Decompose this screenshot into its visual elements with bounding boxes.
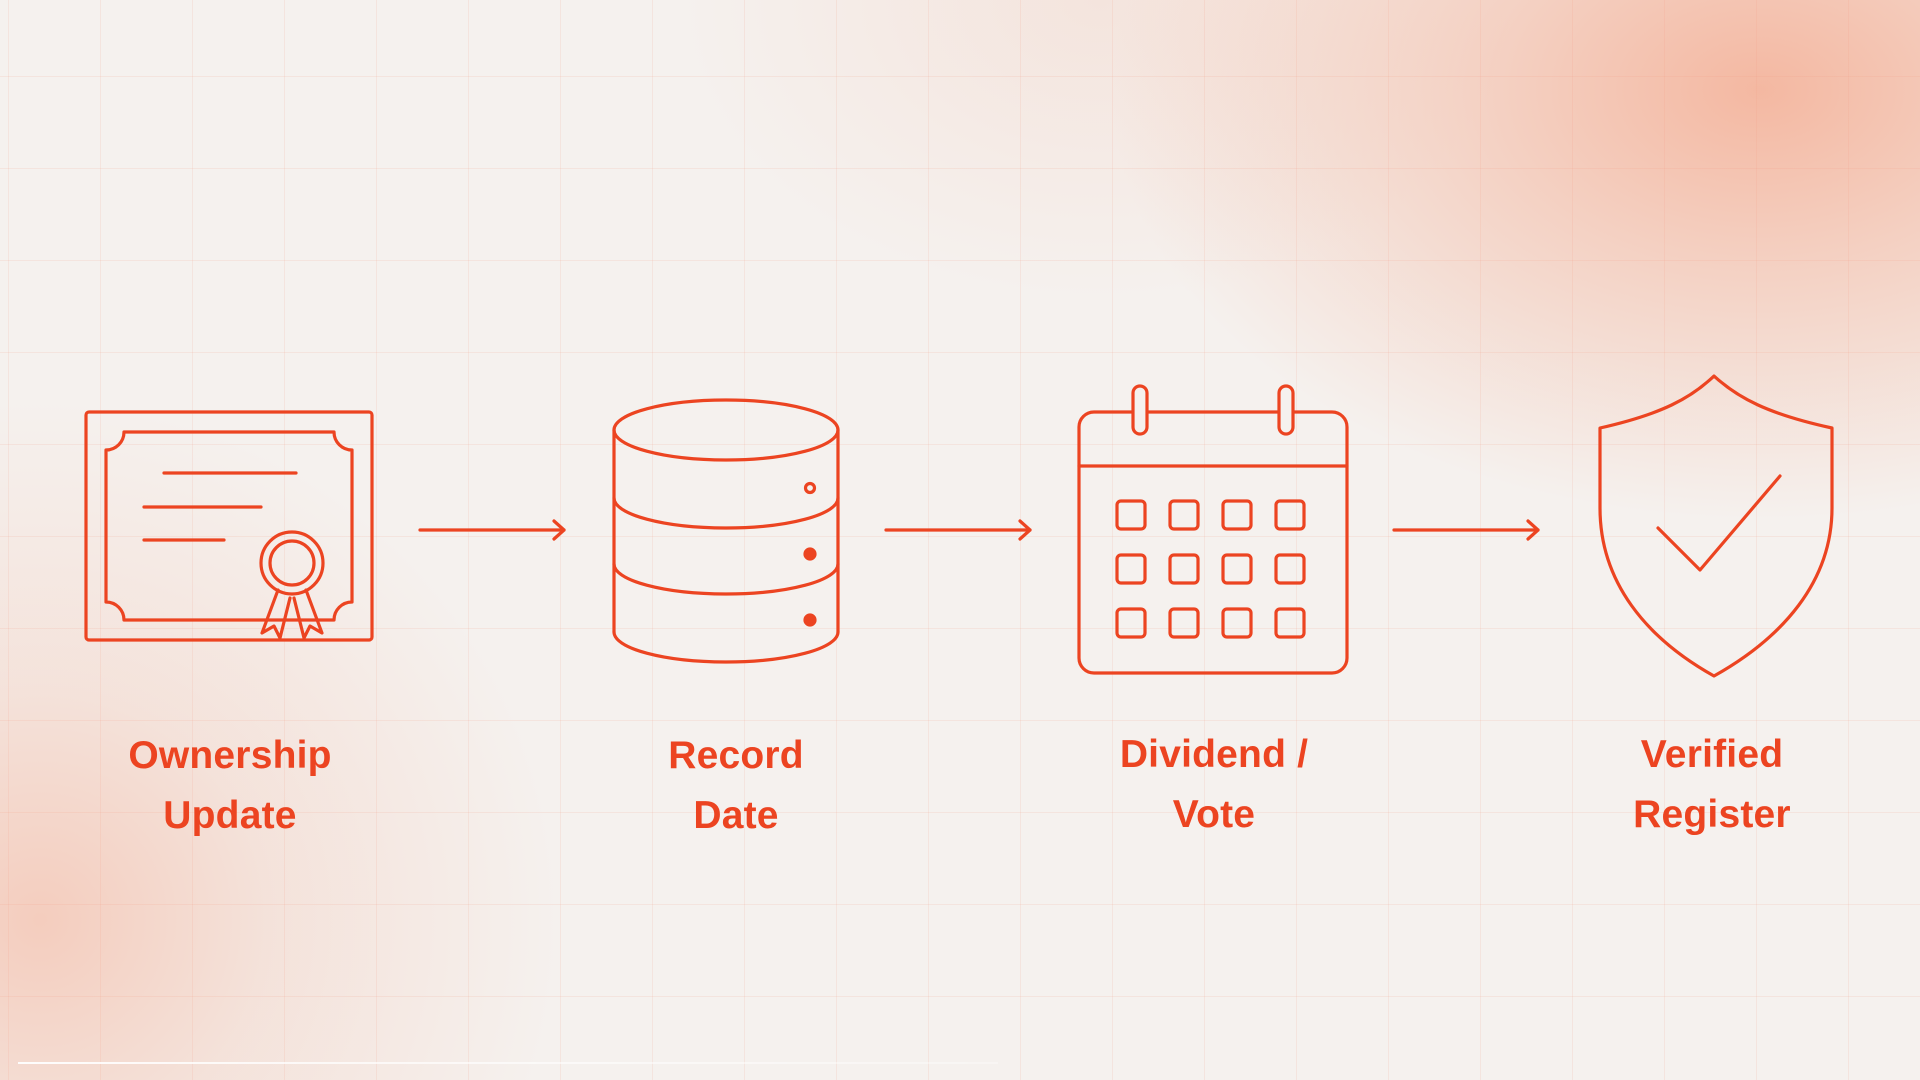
database-icon [610,396,842,664]
step-label-ownership-update: Ownership Update [80,726,380,846]
arrow-right-icon [884,518,1034,542]
shield-check-icon [1596,372,1836,680]
step-label-line: Record [668,734,804,777]
step-label-line: Ownership [128,734,332,777]
arrow-right-icon [1392,518,1542,542]
calendar-icon [1076,382,1350,676]
step-label-record-date: Record Date [586,726,886,846]
certificate-icon [84,410,374,642]
bottom-divider [18,1062,998,1064]
step-label-line: Update [163,794,297,837]
step-label-line: Date [693,794,779,837]
step-label-line: Register [1633,793,1791,836]
step-label-line: Dividend / [1119,733,1309,776]
step-label-verified-register: Verified Register [1562,725,1862,845]
step-label-line: Vote [1172,793,1256,836]
step-label-dividend-vote: Dividend / Vote [1064,725,1364,845]
step-label-line: Verified [1640,733,1784,776]
arrow-right-icon [418,518,568,542]
